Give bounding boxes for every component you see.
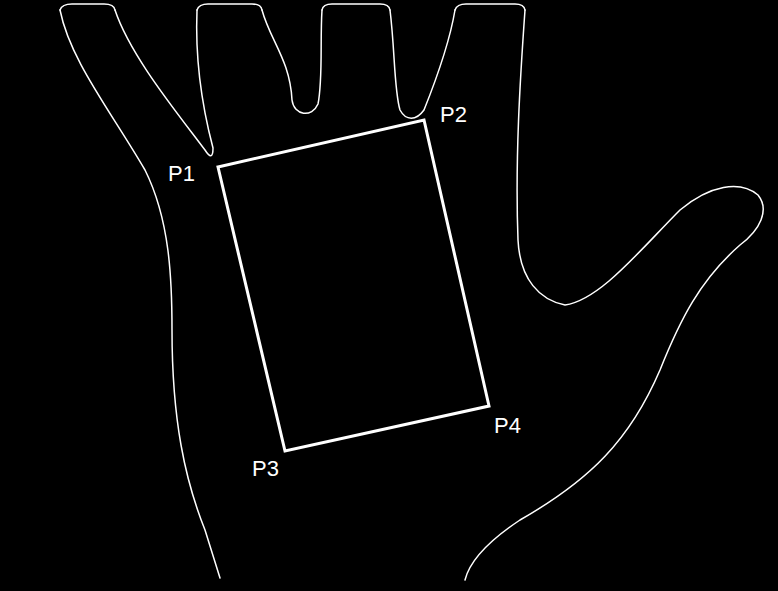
hand-outline	[390, 10, 455, 118]
hand-outline	[60, 10, 220, 578]
hand-outline	[197, 4, 262, 10]
palm-roi-rectangle	[218, 120, 489, 451]
hand-outline	[455, 4, 525, 10]
hand-outline	[60, 4, 115, 10]
corner-label: P3	[252, 458, 279, 480]
corner-label: P2	[440, 104, 467, 126]
corner-label: P4	[494, 415, 521, 437]
hand-outline	[262, 10, 322, 113]
hand-outline	[465, 10, 763, 580]
corner-label: P1	[168, 163, 195, 185]
hand-outline	[322, 4, 390, 10]
hand-outline	[115, 10, 213, 156]
